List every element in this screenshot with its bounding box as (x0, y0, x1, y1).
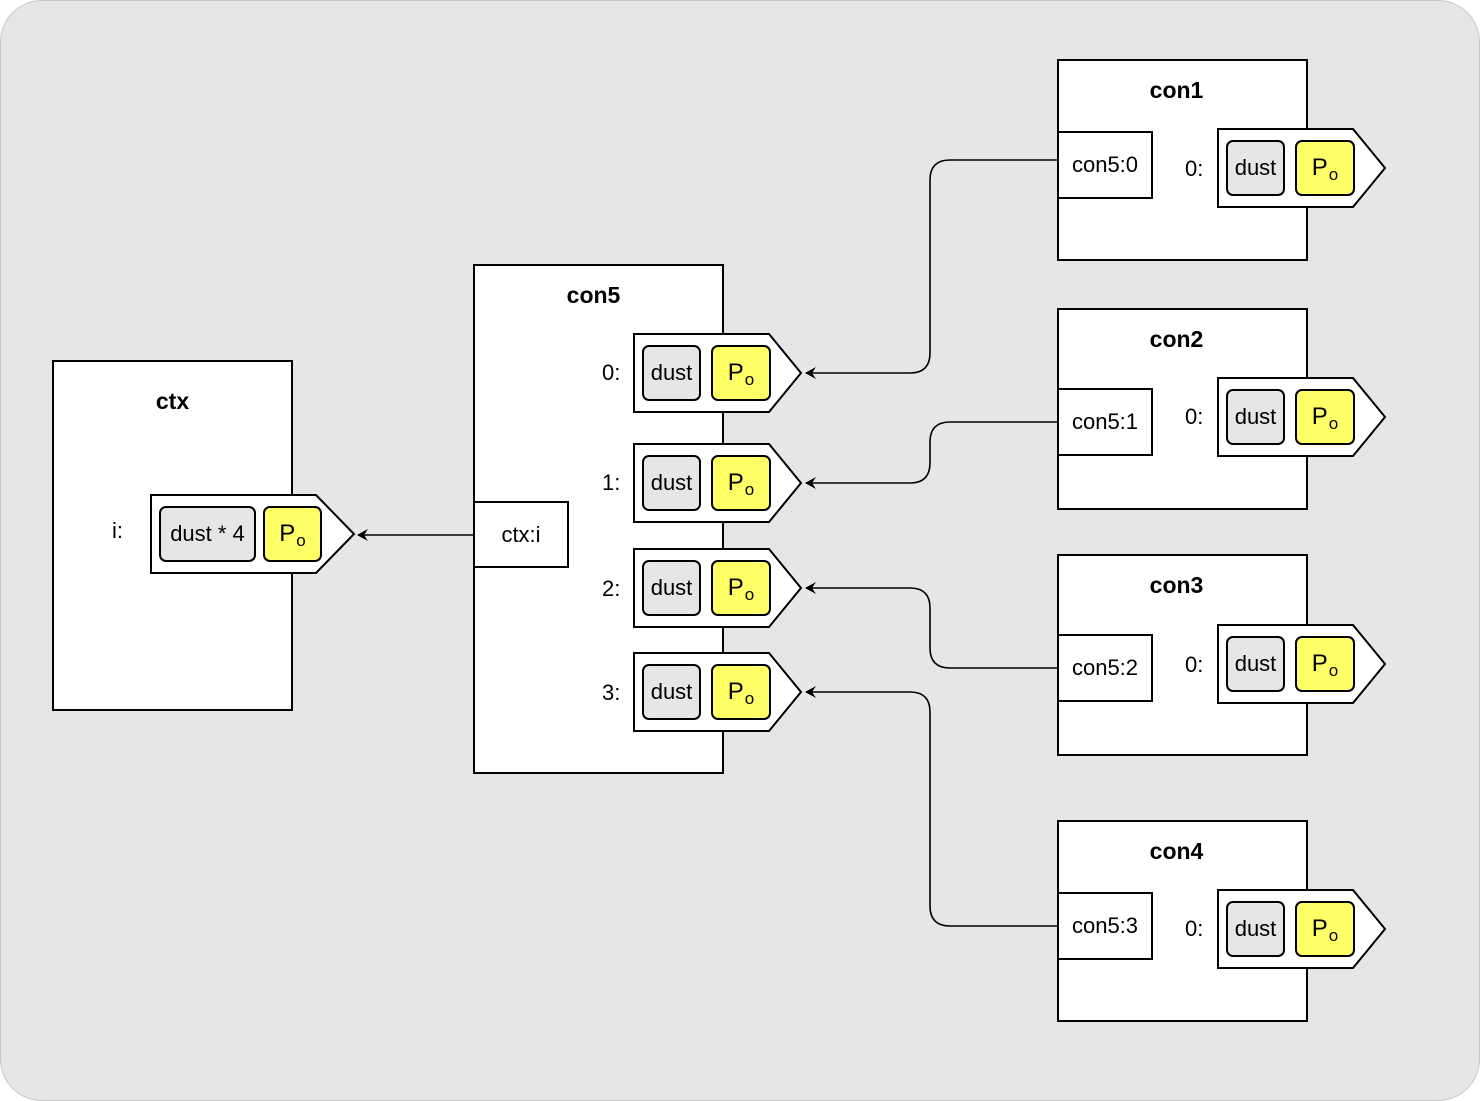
symbol-letter: P (727, 574, 744, 601)
node-title: con3 (1149, 572, 1204, 598)
port-label: 0: (1185, 404, 1204, 429)
node-title: con4 (1149, 838, 1204, 864)
value-chip: dust (642, 560, 701, 616)
input-port-con3[interactable]: con5:2 (1057, 634, 1153, 702)
symbol-letter: P (727, 359, 744, 386)
value-chip: dust (1226, 389, 1285, 445)
symbol-letter: P (727, 678, 744, 705)
edge-con3-to-con5-port2 (805, 582, 1057, 669)
port-label: 0: (1185, 652, 1204, 677)
value-chip: dust (1226, 140, 1285, 196)
input-port-con5[interactable]: ctx:i (473, 501, 569, 568)
symbol-subscript: o (1328, 661, 1339, 680)
symbol-letter: P (279, 520, 296, 547)
symbol-letter: P (1311, 650, 1328, 677)
symbol-subscript: o (296, 531, 306, 550)
symbol-subscript: o (744, 689, 755, 708)
port-label: 1: (602, 470, 621, 495)
port-label: i: (112, 518, 123, 543)
port-label: 0: (1185, 916, 1204, 941)
port-label: 0: (1185, 156, 1204, 181)
edge-con4-to-con5-port3 (805, 686, 1057, 927)
edge-con2-to-con5-port1 (805, 421, 1057, 489)
node-title: con5 (566, 282, 621, 308)
input-port-con2[interactable]: con5:1 (1057, 388, 1153, 456)
symbol-subscript: o (744, 585, 755, 604)
node-title: con2 (1149, 326, 1204, 352)
symbol-letter: P (1311, 154, 1328, 181)
symbol-subscript: o (1328, 926, 1339, 945)
value-chip: dust (642, 345, 701, 401)
value-chip: dust (642, 664, 701, 720)
input-port-con1[interactable]: con5:0 (1057, 131, 1153, 199)
value-chip: dust (642, 455, 701, 511)
symbol-letter: P (1311, 403, 1328, 430)
node-title: ctx (155, 388, 190, 414)
port-label: 2: (602, 576, 621, 601)
value-chip: dust (1226, 636, 1285, 692)
port-label: 0: (602, 360, 621, 385)
symbol-letter: P (727, 469, 744, 496)
input-port-con4[interactable]: con5:3 (1057, 892, 1153, 960)
node-title: con1 (1149, 77, 1204, 103)
symbol-subscript: o (1328, 414, 1339, 433)
value-chip: dust * 4 (159, 506, 256, 562)
value-chip: dust (1226, 901, 1285, 957)
symbol-subscript: o (744, 480, 755, 499)
edge-con1-to-con5-port0 (805, 159, 1057, 379)
symbol-subscript: o (1328, 165, 1339, 184)
port-label: 3: (602, 680, 621, 705)
symbol-letter: P (1311, 915, 1328, 942)
symbol-subscript: o (744, 370, 755, 389)
